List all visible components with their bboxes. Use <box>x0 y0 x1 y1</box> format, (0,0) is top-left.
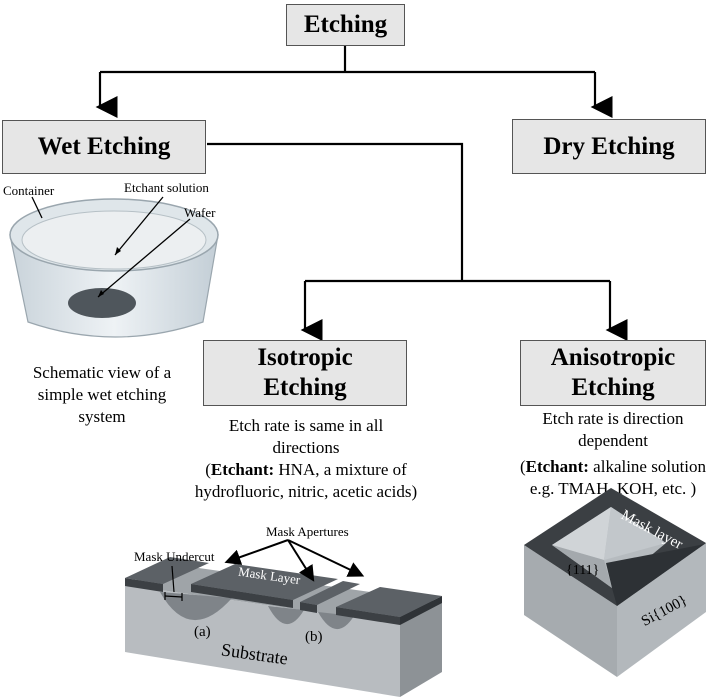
pit-wall-front <box>552 545 612 588</box>
aperture-arrows <box>224 539 365 582</box>
solution-pointer <box>114 196 164 256</box>
pit-wall-111 <box>552 507 611 560</box>
wet-etching-title: Wet Etching <box>37 133 171 160</box>
anisotropic-etching-box: Anisotropic Etching <box>520 340 706 406</box>
etchant-solution-label: Etchant solution <box>124 180 209 195</box>
etching-root-box: Etching <box>286 4 405 46</box>
anisotropic-etchant-line1: (Etchant: alkaline solution <box>519 457 707 476</box>
anisotropic-title-line2: Etching <box>571 374 655 401</box>
anisotropic-desc-line2: dependent <box>578 431 648 450</box>
anisotropic-etchant-text: alkaline solution <box>588 457 707 476</box>
mask-undercut-label: Mask Undercut <box>134 549 215 564</box>
isotropic-desc-line2: directions <box>272 438 340 457</box>
anisotropic-title-line1: Anisotropic <box>550 344 676 371</box>
wet-etching-box: Wet Etching <box>2 120 206 174</box>
isotropic-etching-box: Isotropic Etching <box>203 340 407 406</box>
isotropic-etchant-line2: hydrofluoric, nitric, acetic acids) <box>194 482 418 501</box>
isotropic-etchant-label: Etchant: <box>210 460 275 479</box>
wafer-disc <box>68 288 136 318</box>
dry-etching-box: Dry Etching <box>512 119 706 174</box>
pit-wall-right <box>604 507 666 560</box>
block-left-face <box>524 545 617 677</box>
solution-arrowhead <box>115 247 121 255</box>
isotropic-desc-line1: Etch rate is same in all <box>228 416 384 435</box>
label-b: (b) <box>305 629 323 645</box>
etching-root-title: Etching <box>303 11 388 38</box>
isotropic-etchant-line1: (Etchant: HNA, a mixture of <box>205 460 407 479</box>
isotropic-description: Etch rate is same in all directions (Etc… <box>176 415 436 503</box>
wet-to-types-line <box>207 142 464 281</box>
anisotropic-etchant-label: Etchant: <box>525 457 589 476</box>
anisotropic-desc-line1: Etch rate is direction <box>542 409 684 428</box>
substrate-right-face <box>400 602 442 697</box>
cavity-a <box>160 592 232 621</box>
wafer-arrowhead <box>98 290 104 297</box>
wet-caption-line1: Schematic view of a <box>32 363 172 382</box>
isotropic-title-line1: Isotropic <box>257 344 353 371</box>
mask-segments <box>125 557 442 625</box>
plane-111-label: {111} <box>566 563 600 578</box>
isotropic-title-line2: Etching <box>263 374 347 401</box>
block-right-face <box>617 543 706 677</box>
container-pointer <box>31 196 43 219</box>
isotropic-etchant-text: HNA, a mixture of <box>274 460 407 479</box>
wafer-pointer <box>97 218 191 298</box>
cavity-b-left <box>268 606 304 625</box>
wet-caption-line2: simple wet etching <box>37 385 167 404</box>
wet-caption: Schematic view of a simple wet etching s… <box>2 362 202 428</box>
label-a: (a) <box>194 624 211 640</box>
container-label: Container <box>3 183 55 198</box>
wet-caption-line3: system <box>78 407 126 426</box>
etchant-solution-surface <box>21 210 207 270</box>
anisotropic-description: Etch rate is direction dependent (Etchan… <box>500 408 726 500</box>
mask-apertures-label: Mask Apertures <box>266 524 349 539</box>
mask-cut <box>606 543 706 606</box>
anisotropic-etchant-line2: e.g. TMAH, KOH, etc. ) <box>529 479 697 498</box>
wafer-label: Wafer <box>184 205 216 220</box>
undercut-bracket <box>164 565 183 601</box>
dry-etching-title: Dry Etching <box>543 132 675 160</box>
